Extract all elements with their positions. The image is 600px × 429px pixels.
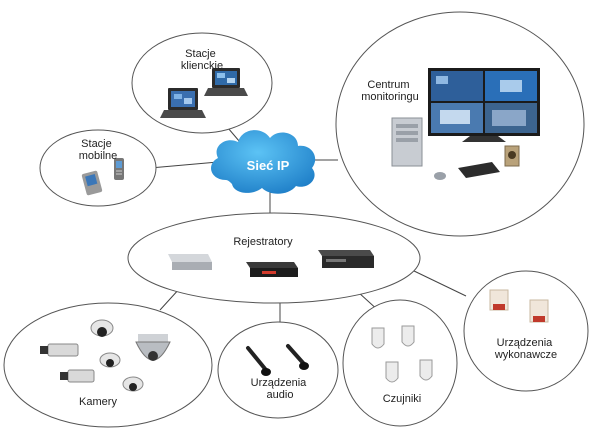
dvr-icon <box>246 262 298 277</box>
client-stations-label: Stacje klienckie <box>181 48 223 72</box>
actuators-node <box>463 270 589 392</box>
ptz-camera-icon <box>135 334 171 361</box>
phone-icon <box>114 158 124 180</box>
link-hub-mobile-stations <box>149 161 219 169</box>
laptop-icon <box>160 88 206 118</box>
motion-sensor-icon <box>419 359 433 381</box>
video-wall-icon <box>428 68 540 142</box>
hub-label: Sieć IP <box>247 158 290 173</box>
motion-sensor-icon <box>385 361 399 383</box>
microphone-icon <box>286 344 309 370</box>
audio-devices-node <box>217 321 339 419</box>
recorders-node <box>127 212 421 304</box>
audio-devices-label: Urządzenia audio <box>251 377 310 401</box>
mobile-stations-node <box>39 129 157 207</box>
motion-sensor-icon <box>371 327 385 349</box>
sensors-label: Czujniki <box>383 393 422 405</box>
hub-cloud: Sieć IP <box>211 130 316 194</box>
dvr-icon <box>168 254 212 270</box>
dome-camera-icon <box>90 319 114 337</box>
microphone-icon <box>246 346 271 376</box>
camera-icon <box>60 369 95 383</box>
dvr-icon <box>318 250 374 268</box>
actuators-label: Urządzenia wykonawcze <box>494 337 557 361</box>
motion-sensor-icon <box>401 325 415 347</box>
mouse-icon <box>434 172 446 180</box>
camera-icon <box>40 343 79 357</box>
dome-camera-icon <box>99 352 121 368</box>
link-recorders-actuators <box>411 269 467 297</box>
mobile-stations-label: Stacje mobilne <box>79 138 118 162</box>
monitoring-center-label: Centrum monitoringu <box>361 79 418 103</box>
cameras-label: Kamery <box>79 396 117 408</box>
siren-icon <box>529 299 549 323</box>
dome-camera-icon <box>122 376 144 392</box>
server-tower-icon <box>391 117 423 167</box>
pda-icon <box>81 170 103 196</box>
cloud-icon <box>211 130 316 194</box>
keyboard-icon <box>458 162 500 178</box>
siren-icon <box>489 289 509 311</box>
sensors-node <box>342 299 458 427</box>
client-stations-node <box>131 32 273 134</box>
laptop-icon <box>204 68 248 96</box>
recorders-label: Rejestratory <box>233 236 293 248</box>
speaker-icon <box>504 145 520 167</box>
